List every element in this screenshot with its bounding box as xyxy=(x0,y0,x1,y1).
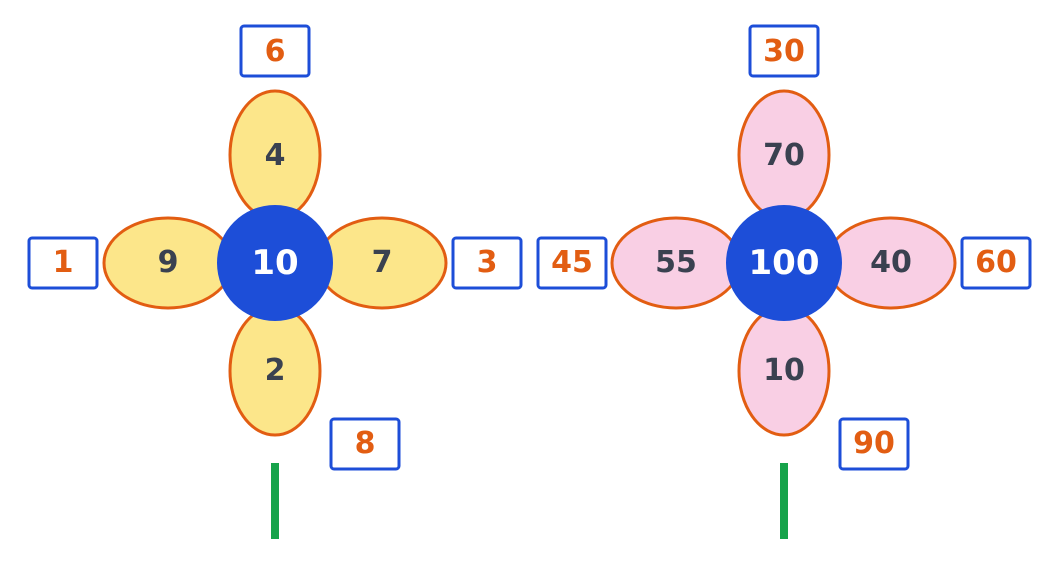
answer-box-bottom-right[interactable]: 8 xyxy=(329,417,401,471)
flower-1: 4 2 9 7 10 6 1 3 8 xyxy=(27,24,523,539)
answer-box-bottom-right-value: 90 xyxy=(853,426,895,461)
answer-box-top-value: 6 xyxy=(265,34,286,69)
petal-top-value: 4 xyxy=(265,138,286,173)
flower-center xyxy=(726,205,842,321)
answer-box-right-value: 60 xyxy=(975,245,1017,280)
answer-box-right[interactable]: 3 xyxy=(451,236,523,290)
answer-box-top-value: 30 xyxy=(763,34,805,69)
answer-box-right-value: 3 xyxy=(477,245,498,280)
petal-bottom-value: 2 xyxy=(265,353,286,388)
petal-left-value: 9 xyxy=(158,245,179,280)
center-value: 100 xyxy=(749,243,820,283)
answer-box-left[interactable]: 45 xyxy=(536,236,608,290)
stem xyxy=(780,463,788,539)
petal-left-value: 55 xyxy=(655,245,697,280)
flower-2: 70 10 55 40 100 30 45 60 90 xyxy=(536,24,1032,539)
answer-box-right[interactable]: 60 xyxy=(960,236,1032,290)
petal-right-value: 7 xyxy=(372,245,393,280)
flower-center xyxy=(217,205,333,321)
answer-box-bottom-right-value: 8 xyxy=(355,426,376,461)
answer-box-left-value: 1 xyxy=(53,245,74,280)
answer-box-top[interactable]: 6 xyxy=(239,24,311,78)
center-value: 10 xyxy=(251,243,298,283)
stem xyxy=(271,463,279,539)
answer-box-left[interactable]: 1 xyxy=(27,236,99,290)
answer-box-left-value: 45 xyxy=(551,245,593,280)
petal-right-value: 40 xyxy=(870,245,912,280)
petal-bottom-value: 10 xyxy=(763,353,805,388)
answer-box-top[interactable]: 30 xyxy=(748,24,820,78)
petal-top-value: 70 xyxy=(763,138,805,173)
answer-box-bottom-right[interactable]: 90 xyxy=(838,417,910,471)
